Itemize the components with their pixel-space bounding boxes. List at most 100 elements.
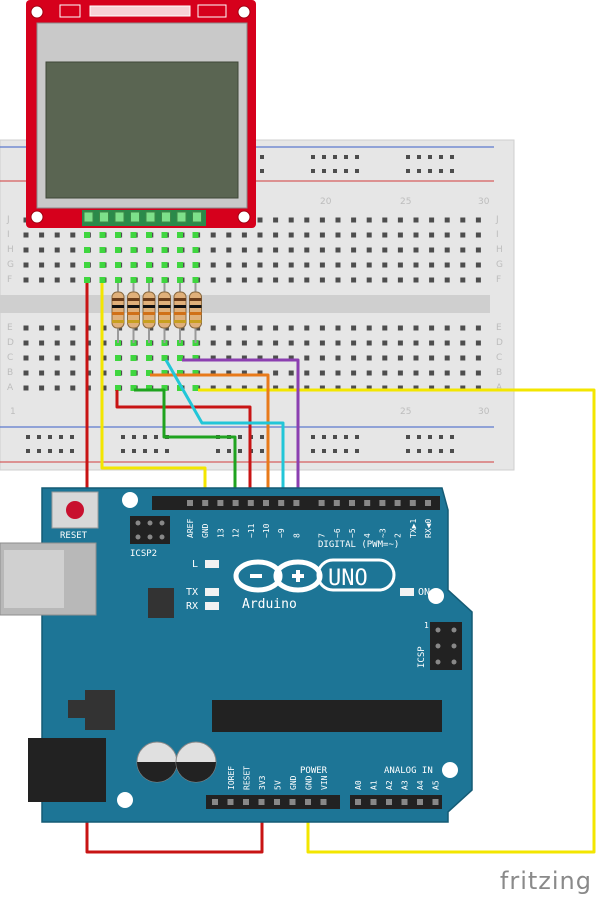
- breadboard-hole: [304, 325, 310, 331]
- digital-pin-label: 4: [363, 533, 372, 538]
- connected-hole: [99, 277, 106, 283]
- breadboard-hole: [257, 340, 263, 346]
- breadboard-hole: [335, 385, 341, 391]
- connected-hole: [130, 232, 137, 238]
- breadboard-hole: [413, 277, 419, 283]
- breadboard-hole: [70, 385, 76, 391]
- breadboard-hole: [70, 247, 76, 253]
- breadboard-hole: [382, 355, 388, 361]
- wire-green[interactable]: [134, 388, 237, 503]
- rail-hole: [428, 435, 432, 439]
- resistor-band: [143, 298, 155, 301]
- breadboard-hole: [257, 277, 263, 283]
- connected-hole: [177, 370, 183, 376]
- column-number: 25: [400, 407, 411, 417]
- breadboard-hole: [351, 277, 357, 283]
- breadboard-hole: [413, 217, 419, 223]
- resistor-band: [174, 305, 186, 308]
- breadboard-hole: [273, 232, 279, 238]
- breadboard-hole: [54, 340, 60, 346]
- wire-darkred[interactable]: [115, 390, 252, 503]
- breadboard-hole: [241, 370, 247, 376]
- breadboard-hole: [366, 355, 372, 361]
- breadboard-hole: [226, 385, 232, 391]
- resistor-band: [158, 305, 171, 308]
- wire-yellow-gnd[interactable]: [100, 283, 207, 503]
- wire-purple[interactable]: [182, 358, 300, 503]
- resistor-band: [158, 298, 171, 301]
- breadboard-hole: [241, 277, 247, 283]
- breadboard-hole: [397, 370, 403, 376]
- breadboard-hole: [413, 385, 419, 391]
- breadboard-hole: [475, 277, 481, 283]
- lcd-pin: [176, 211, 187, 223]
- connected-hole: [146, 232, 152, 238]
- breadboard-hole: [319, 340, 325, 346]
- breadboard-hole: [210, 277, 216, 283]
- breadboard-hole: [366, 232, 372, 238]
- rail-hole: [121, 435, 125, 439]
- breadboard-hole: [210, 325, 216, 331]
- rail-hole: [406, 169, 410, 173]
- resistor-band: [174, 312, 186, 315]
- rail-hole: [132, 449, 136, 453]
- rail-hole: [154, 435, 158, 439]
- rail-hole: [311, 169, 315, 173]
- row-letter: I: [7, 230, 10, 240]
- reset-label: RESET: [60, 531, 88, 541]
- connected-hole: [115, 385, 121, 391]
- logo-arduino-text: Arduino: [242, 597, 297, 612]
- breadboard-hole: [413, 325, 419, 331]
- breadboard-hole: [460, 247, 466, 253]
- rail-hole: [59, 449, 63, 453]
- header-pin: [227, 799, 234, 805]
- breadboard-hole: [288, 232, 294, 238]
- lcd-pin: [145, 211, 156, 223]
- rail-hole: [333, 449, 337, 453]
- header-pin: [232, 500, 239, 506]
- breadboard-hole: [319, 262, 325, 268]
- resistor-band: [112, 305, 124, 308]
- breadboard-hole: [475, 247, 481, 253]
- breadboard-hole: [351, 262, 357, 268]
- rail-hole: [48, 435, 52, 439]
- breadboard-hole: [39, 262, 45, 268]
- header-pin: [425, 500, 431, 506]
- breadboard-hole: [335, 232, 341, 238]
- row-letter: C: [496, 353, 502, 363]
- breadboard-hole: [429, 247, 435, 253]
- fritzing-watermark: fritzing: [499, 867, 592, 895]
- header-pin: [394, 500, 401, 506]
- rail-hole: [333, 435, 337, 439]
- wire-orange[interactable]: [150, 373, 270, 503]
- breadboard-hole: [23, 277, 29, 283]
- breadboard-hole: [54, 355, 60, 361]
- breadboard-hole: [460, 277, 466, 283]
- connected-hole: [192, 277, 199, 283]
- breadboard-hole: [39, 340, 45, 346]
- row-letter: F: [496, 275, 501, 285]
- breadboard-hole: [335, 325, 341, 331]
- breadboard-hole: [273, 325, 279, 331]
- connected-hole: [130, 370, 137, 376]
- digital-pin-label: 8: [292, 533, 301, 538]
- led-on-label: ON: [418, 587, 430, 598]
- rail-hole: [428, 169, 432, 173]
- rail-hole: [439, 449, 443, 453]
- header-pin: [243, 799, 249, 805]
- breadboard-hole: [366, 370, 372, 376]
- connected-hole: [146, 355, 152, 361]
- breadboard-hole: [397, 262, 403, 268]
- breadboard-hole: [241, 355, 247, 361]
- resistor-band: [143, 312, 155, 315]
- breadboard-hole: [413, 355, 419, 361]
- connected-hole: [130, 262, 137, 268]
- rail-hole: [143, 435, 147, 439]
- breadboard-hole: [460, 340, 466, 346]
- breadboard-hole: [319, 370, 325, 376]
- wire-yellow-long[interactable]: [198, 388, 596, 854]
- wire-cyan[interactable]: [164, 359, 285, 503]
- analog-pin-label: A0: [354, 780, 363, 790]
- connected-hole: [177, 277, 183, 283]
- breadboard-hole: [429, 325, 435, 331]
